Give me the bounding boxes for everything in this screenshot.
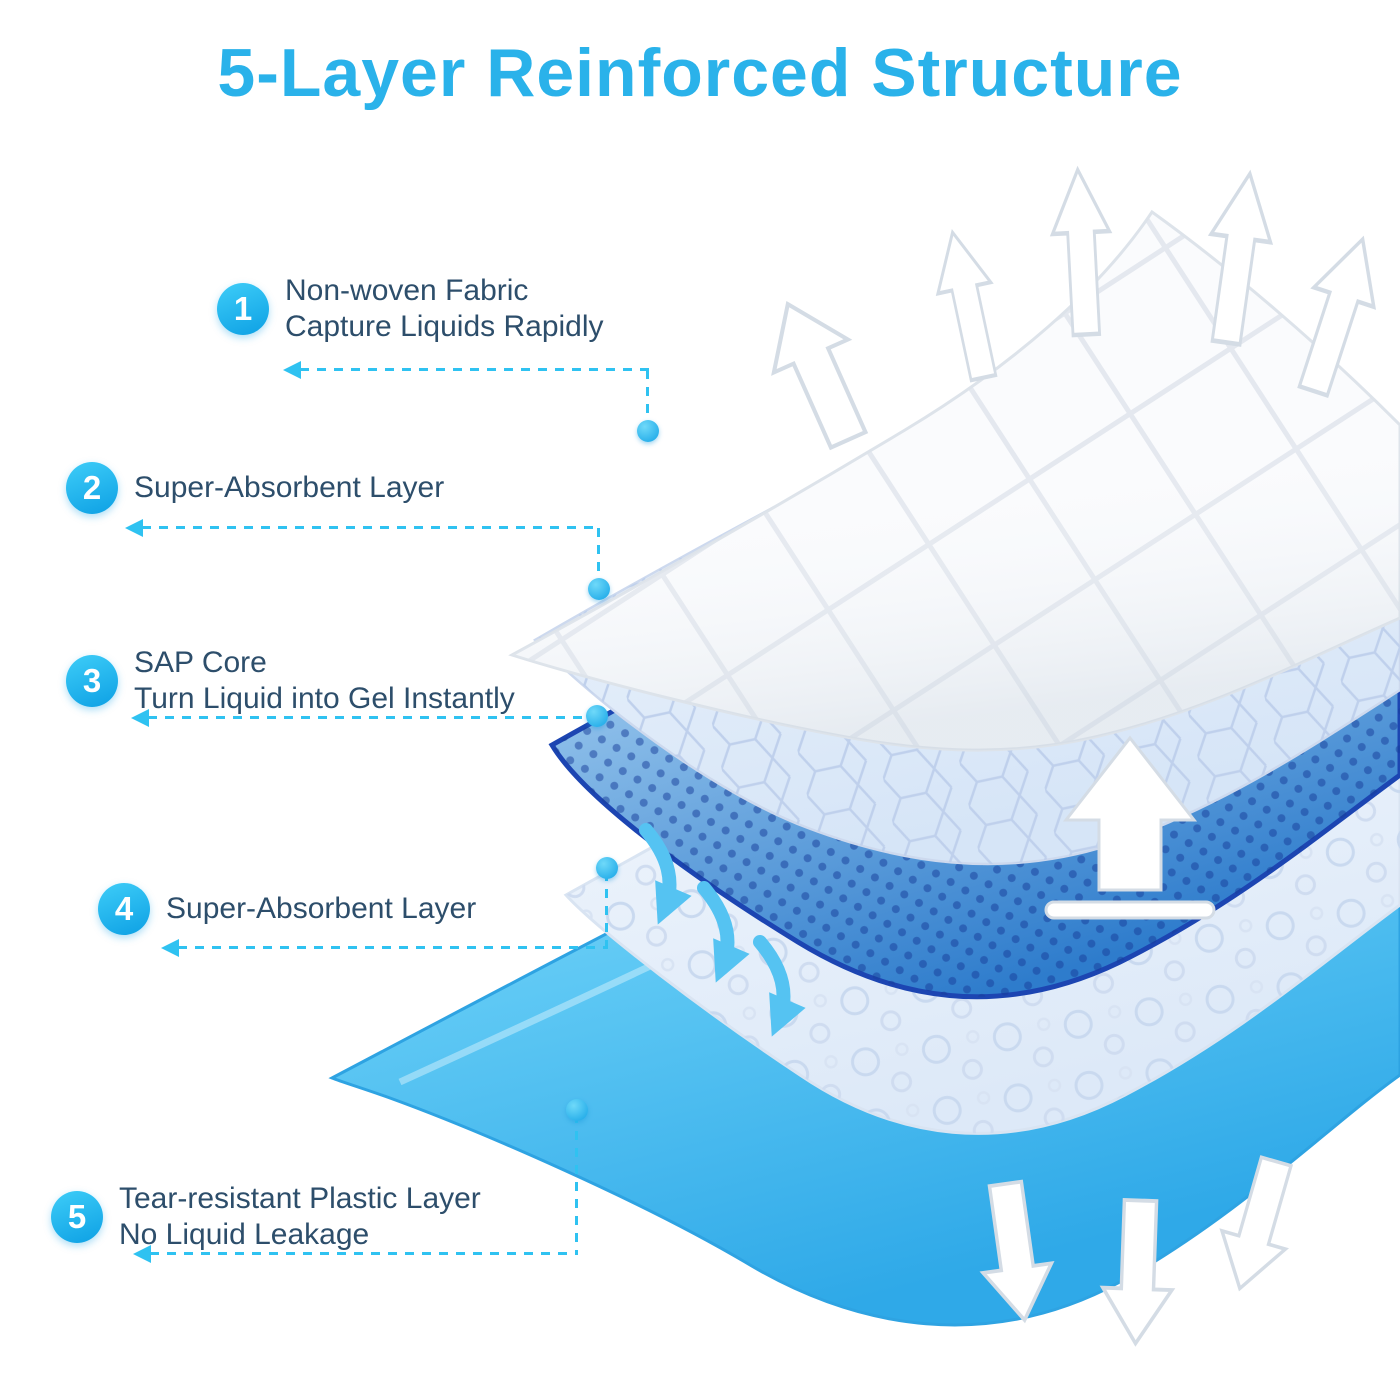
layer-5-badge: 5 [51, 1191, 103, 1243]
layer-5-title: Tear-resistant Plastic Layer [119, 1182, 481, 1215]
layer-4-title: Super-Absorbent Layer [166, 892, 477, 925]
layer-3-badge: 3 [66, 655, 118, 707]
connector-arrowhead-icon [161, 939, 179, 957]
layer-1-title: Non-woven Fabric [285, 274, 529, 307]
absorb-up-arrow-icon [1044, 735, 1216, 920]
connector-line [178, 946, 608, 949]
connector-line [142, 526, 600, 529]
layer-label-4: 4 Super-Absorbent Layer [98, 883, 476, 935]
connector-arrowhead-icon [131, 709, 149, 727]
layer-dot [586, 705, 608, 727]
layer-5-subtitle: No Liquid Leakage [119, 1218, 370, 1251]
connector-line [605, 872, 608, 946]
layer-label-2: 2 Super-Absorbent Layer [66, 462, 444, 514]
layer-dot [637, 420, 659, 442]
connector-line [300, 368, 650, 371]
connector-line [597, 528, 600, 583]
connector-line [150, 1252, 578, 1255]
layer-label-1: 1 Non-woven Fabric Capture Liquids Rapid… [217, 273, 604, 345]
layer-1-badge: 1 [217, 283, 269, 335]
layer-label-3: 3 SAP Core Turn Liquid into Gel Instantl… [66, 645, 515, 717]
layer-4-badge: 4 [98, 883, 150, 935]
connector-line [646, 370, 649, 426]
layer-3-subtitle: Turn Liquid into Gel Instantly [134, 682, 515, 715]
connector-arrowhead-icon [125, 519, 143, 537]
layer-dot [566, 1099, 588, 1121]
layer-2-badge: 2 [66, 462, 118, 514]
connector-line [148, 716, 588, 719]
layer-label-5: 5 Tear-resistant Plastic Layer No Liquid… [51, 1181, 481, 1253]
layer-2-title: Super-Absorbent Layer [134, 471, 445, 504]
layer-3-title: SAP Core [134, 646, 267, 679]
layer-1-subtitle: Capture Liquids Rapidly [285, 310, 604, 343]
connector-line [575, 1114, 578, 1252]
layer-dot [596, 857, 618, 879]
liquid-flow-down-arrows-icon [639, 823, 806, 1037]
connector-arrowhead-icon [283, 361, 301, 379]
page-title: 5-Layer Reinforced Structure [217, 35, 1183, 111]
connector-arrowhead-icon [133, 1245, 151, 1263]
quilted-nonwoven-sheet [508, 209, 1400, 752]
layer-dot [588, 578, 610, 600]
